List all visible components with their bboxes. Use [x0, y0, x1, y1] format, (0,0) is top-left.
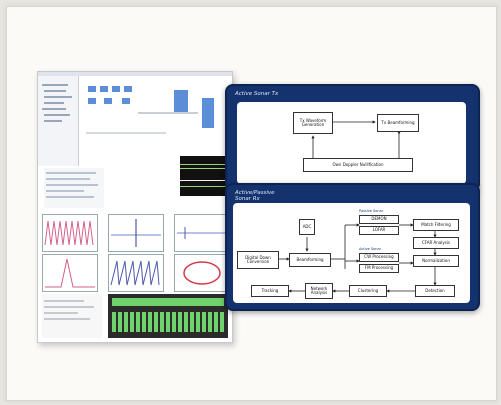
rx-panel-title: Active/Passive Sonar Rx [235, 190, 275, 202]
sawtooth-plot [108, 254, 164, 292]
doppler-block: Own Doppler Nullification [303, 158, 413, 172]
tx-beamforming-block: Tx Beamforming [377, 114, 419, 132]
demon-block: DEMON [359, 215, 399, 224]
model-block [124, 86, 132, 92]
model-block [174, 90, 188, 112]
tx-diagram: Tx Waveform Generation Tx Beamforming Ow… [237, 102, 466, 184]
tree-row [44, 90, 66, 92]
cfar-analysis-block: CFAR Analysis [413, 237, 459, 249]
code-line [46, 190, 84, 192]
tree-row [42, 84, 68, 86]
constellation-plot [174, 254, 230, 292]
model-block [88, 86, 96, 92]
ddc-block: Digital Down Conversion [237, 251, 279, 269]
line-plot [174, 214, 230, 252]
tx-panel: Active Sonar Tx Tx Waveform Generation T… [225, 84, 480, 192]
rx-panel: Active/Passive Sonar Rx ADC Digita [225, 183, 480, 311]
lofar-block: LOFAR [359, 226, 399, 235]
clustering-block: Clustering [349, 285, 387, 297]
code-line [46, 184, 98, 186]
network-analysis-block: Network Analysis [305, 283, 333, 299]
passive-sonar-label: Passive Sonar [359, 209, 384, 213]
spectrum-display [108, 294, 228, 338]
log-line [44, 312, 78, 314]
rx-beamforming-block: Beamforming [289, 253, 331, 267]
cw-processing-block: CW Processing [359, 253, 399, 262]
impulse-plot [108, 214, 164, 252]
title-bar [38, 72, 232, 76]
tree-row [44, 120, 62, 122]
code-panel [44, 168, 104, 208]
fm-processing-block: FM Processing [359, 264, 399, 273]
tx-waveform-block: Tx Waveform Generation [293, 112, 333, 134]
connector-line [138, 112, 198, 114]
model-block [202, 98, 214, 128]
tx-panel-title: Active Sonar Tx [235, 91, 279, 97]
model-block [122, 98, 130, 104]
tree-row [44, 114, 70, 116]
log-line [44, 306, 94, 308]
scope-display [180, 156, 232, 196]
model-block [88, 98, 96, 104]
waveform-plot [42, 214, 98, 252]
tree-row [42, 108, 66, 110]
normalization-block: Normalization [413, 255, 459, 267]
code-line [46, 178, 90, 180]
code-line [46, 196, 94, 198]
detection-block: Detection [415, 285, 455, 297]
software-screenshot [37, 71, 233, 343]
rx-diagram: ADC Digital Down Conversion Beamforming … [233, 203, 470, 303]
image-card: Active Sonar Tx Tx Waveform Generation T… [6, 6, 497, 401]
code-line [46, 172, 96, 174]
active-sonar-label: Active Sonar [359, 247, 382, 251]
peak-plot [42, 254, 98, 292]
connector-line [86, 132, 166, 134]
match-filtering-block: Match Filtering [413, 219, 459, 231]
adc-block: ADC [299, 219, 315, 235]
tree-row [44, 96, 72, 98]
log-line [44, 300, 84, 302]
model-block [112, 86, 120, 92]
tree-row [44, 102, 64, 104]
tracking-block: Tracking [251, 285, 289, 297]
log-line [44, 318, 90, 320]
model-block [100, 86, 108, 92]
model-block [104, 98, 112, 104]
